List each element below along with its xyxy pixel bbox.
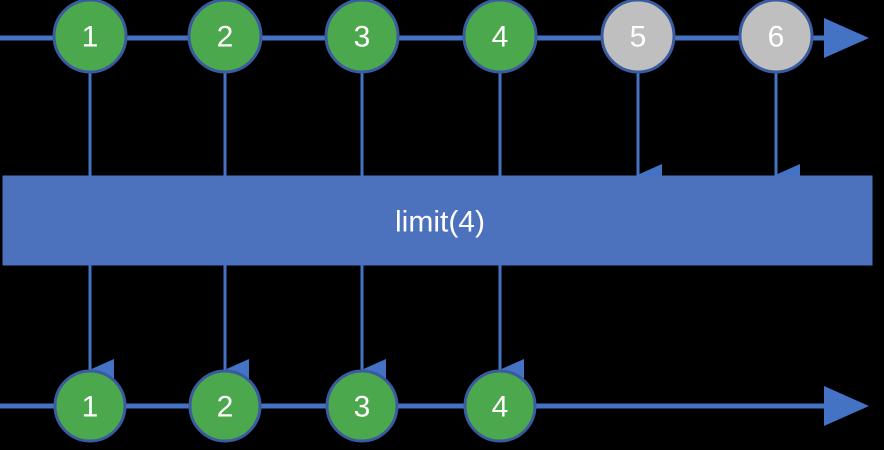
source-marble-6[interactable]: 6 (738, 0, 814, 74)
source-marble-4[interactable]: 4 (462, 0, 538, 74)
marble-circle-4[interactable] (462, 0, 538, 74)
source-marble-5[interactable]: 5 (600, 0, 676, 74)
marble-label-2: 2 (217, 21, 234, 54)
marble-label-2: 2 (217, 391, 234, 424)
marble-circle-5[interactable] (600, 0, 676, 74)
marble-label-5: 5 (630, 21, 647, 54)
marble-label-3: 3 (354, 391, 371, 424)
marble-label-6: 6 (768, 21, 785, 54)
marble-label-1: 1 (82, 391, 99, 424)
marble-circle-3[interactable] (325, 369, 399, 443)
marble-circle-1[interactable] (52, 0, 128, 74)
connectors-into-operator (88, 72, 800, 188)
marble-circle-2[interactable] (188, 369, 262, 443)
operator-box[interactable] (2, 175, 873, 266)
marble-circle-6[interactable] (738, 0, 814, 74)
result-marble-3[interactable]: 3 (325, 369, 399, 443)
marble-circle-1[interactable] (53, 369, 127, 443)
operator-label: limit(4) (395, 206, 485, 239)
marble-circle-4[interactable] (463, 369, 537, 443)
marble-circle-3[interactable] (324, 0, 400, 74)
result-marble-1[interactable]: 1 (53, 369, 127, 443)
operator-box-group[interactable]: limit(4) (2, 175, 873, 266)
result-marble-2[interactable]: 2 (188, 369, 262, 443)
source-marble-2[interactable]: 2 (187, 0, 263, 74)
source-marble-3[interactable]: 3 (324, 0, 400, 74)
connectors-out-of-operator (87, 265, 524, 383)
marble-label-4: 4 (492, 391, 509, 424)
source-marble-1[interactable]: 1 (52, 0, 128, 74)
marble-label-3: 3 (354, 21, 371, 54)
result-marble-4[interactable]: 4 (463, 369, 537, 443)
source-marbles: 1 2 3 4 5 6 (52, 0, 814, 74)
marble-label-1: 1 (82, 21, 99, 54)
marble-label-4: 4 (492, 21, 509, 54)
result-marbles: 1 2 3 4 (53, 369, 537, 443)
marble-circle-2[interactable] (187, 0, 263, 74)
